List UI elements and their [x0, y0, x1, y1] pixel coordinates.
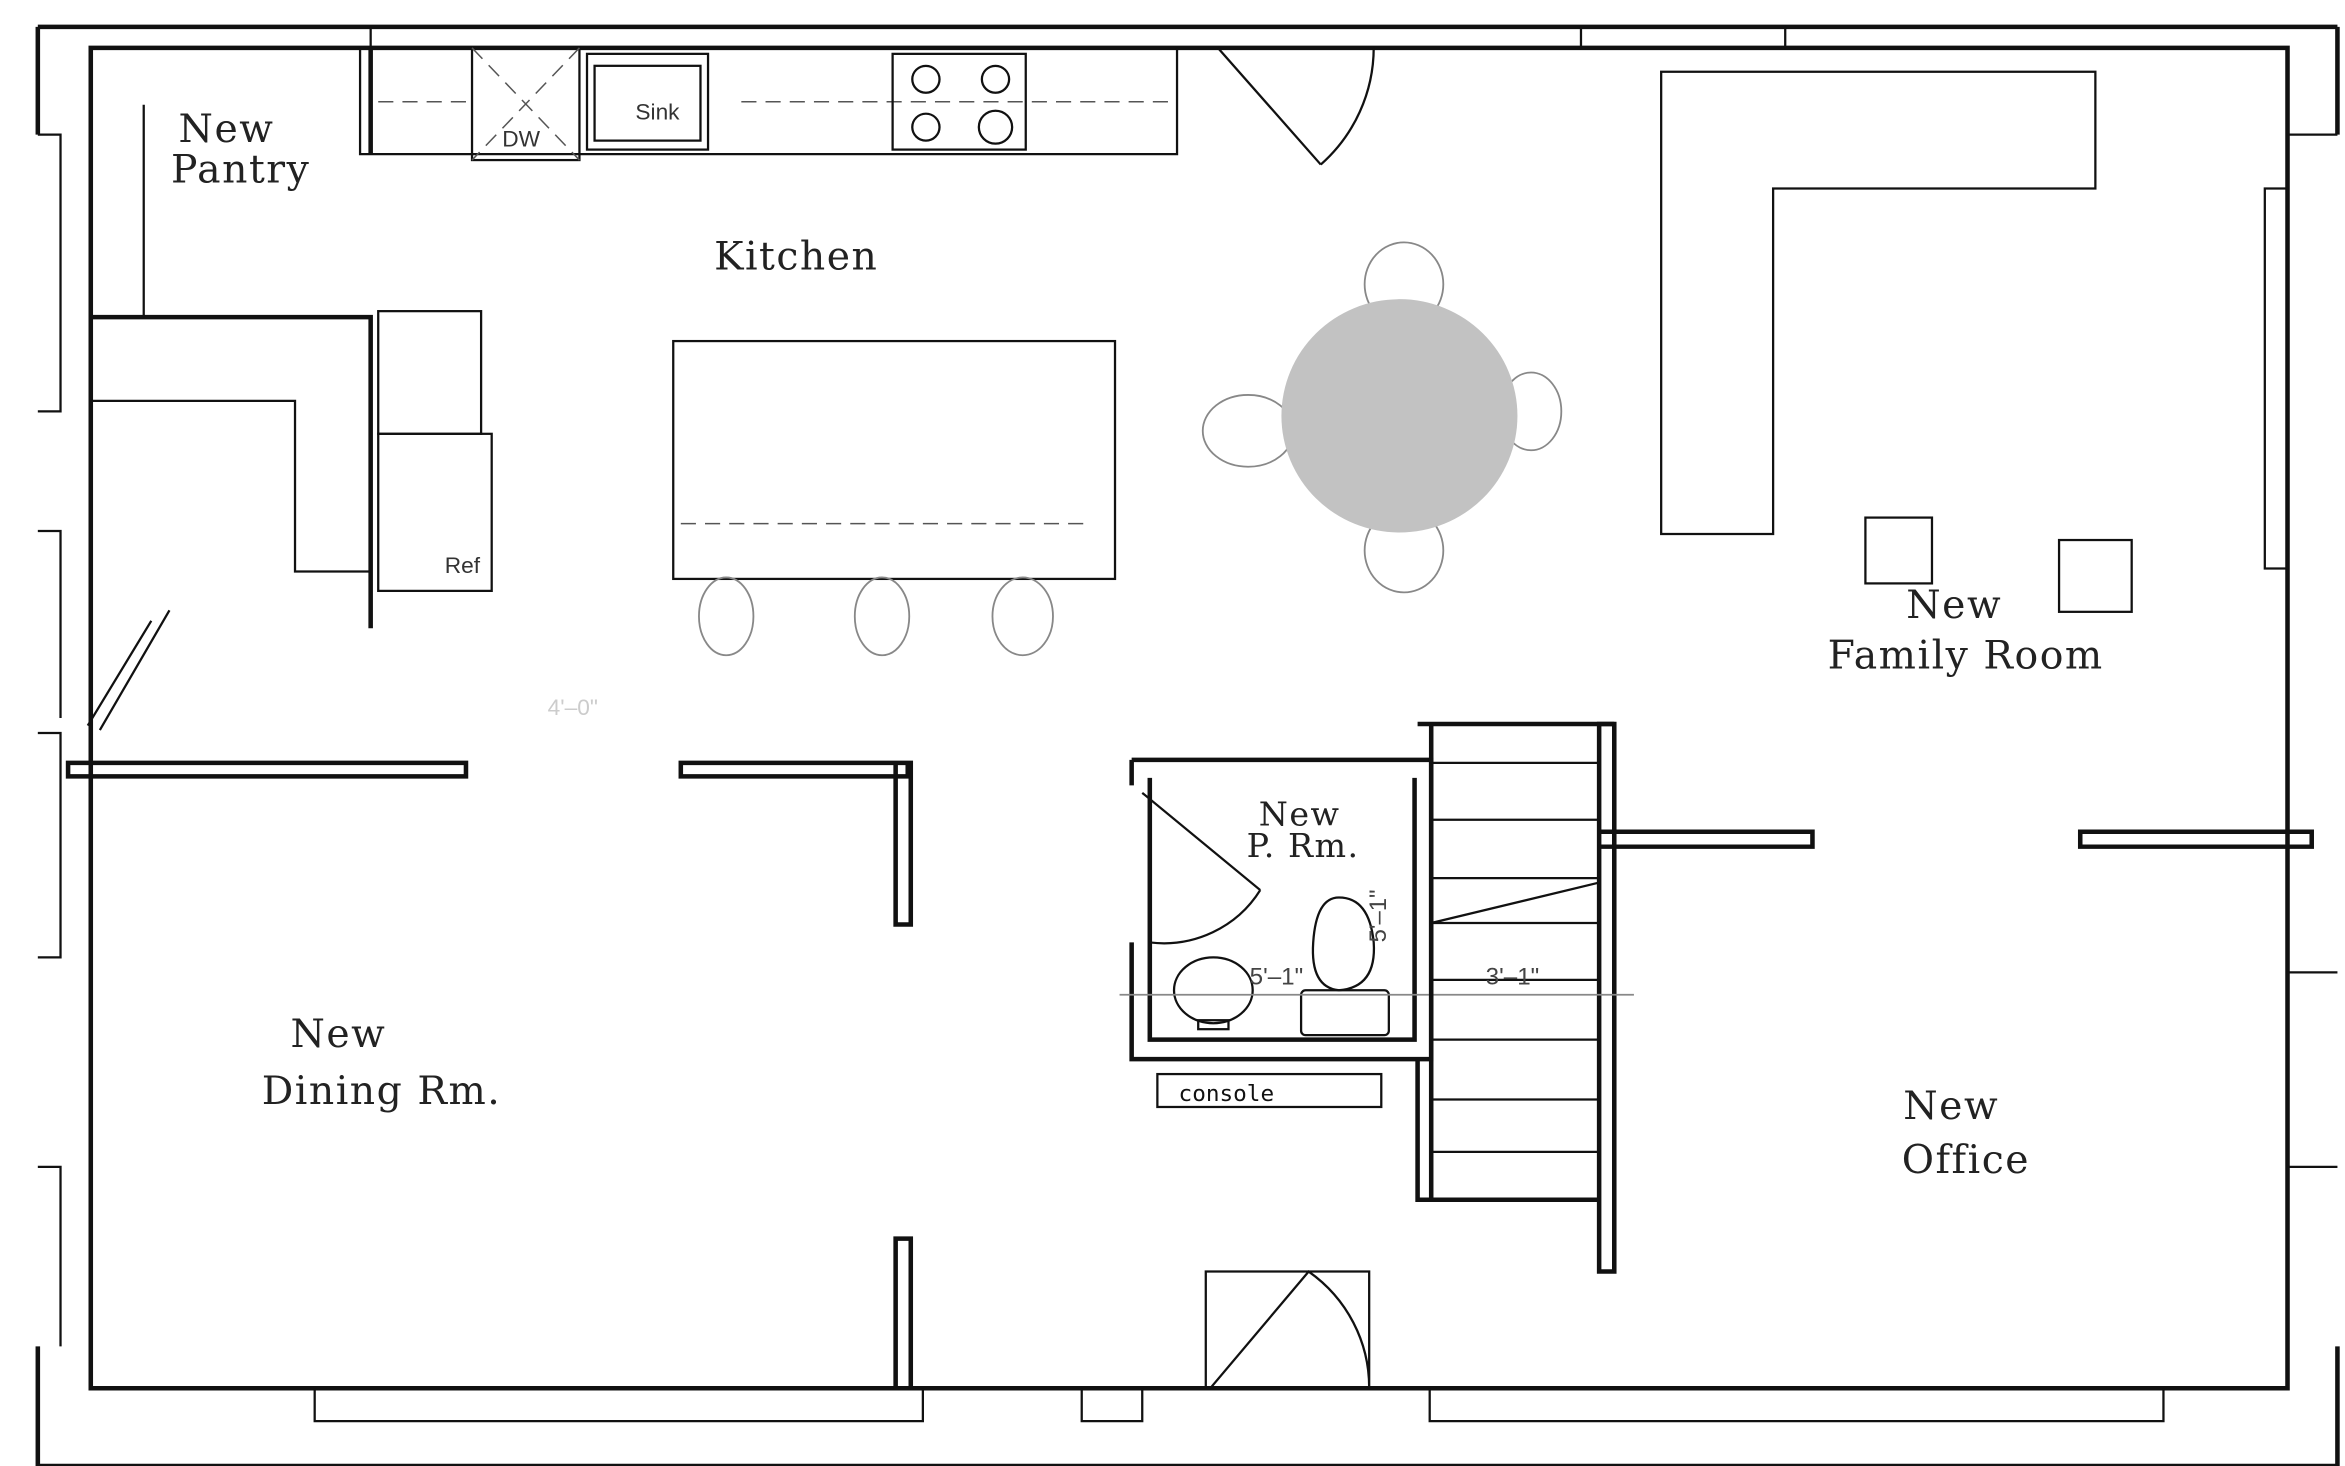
console-table	[1156, 1072, 1383, 1109]
sink-label: Sink	[635, 100, 680, 125]
dining-room-label-line2: Dining Rm.	[262, 1069, 502, 1114]
staircase: 3'–1"	[1415, 721, 1615, 1202]
proom-width-dimension: 5'–1"	[1250, 963, 1304, 990]
pantry-walls: Ref	[90, 47, 493, 629]
powder-room-label-line2: P. Rm.	[1247, 826, 1360, 865]
kitchen-label: Kitchen	[714, 234, 878, 279]
family-room-label-line1: New	[1906, 583, 2002, 628]
interior-walls	[65, 609, 2314, 1391]
family-room-sectional	[1660, 70, 2097, 536]
dining-table	[1201, 241, 1563, 594]
dishwasher	[470, 46, 581, 162]
kitchen-counters: DW Sink	[358, 46, 1179, 162]
fridge-label: Ref	[445, 553, 481, 578]
chair-square	[1864, 516, 1934, 585]
exterior-walls	[35, 24, 2340, 1466]
proom-depth-dimension: 5'–1"	[1365, 889, 1392, 942]
refrigerator	[377, 432, 493, 593]
chair-square	[2057, 538, 2133, 613]
pantry-label-line2: Pantry	[171, 148, 310, 193]
range	[891, 52, 1027, 151]
kitchen-island	[672, 339, 1117, 657]
pantry-label-line1: New	[179, 107, 275, 152]
entry-door-bottom[interactable]	[1204, 1270, 1371, 1389]
office-label-line2: Office	[1902, 1138, 2030, 1183]
entry-door-top[interactable]	[1217, 47, 1375, 166]
console-label: console	[1179, 1081, 1275, 1107]
family-room-label-line2: Family Room	[1828, 634, 2104, 679]
sink-basin	[1172, 956, 1254, 1025]
dishwasher-label: DW	[502, 127, 540, 152]
sink	[585, 52, 710, 151]
office-label-line1: New	[1903, 1084, 1999, 1129]
powder-room-label-line1: New	[1259, 795, 1341, 834]
powder-room: 5'–1" 5'–1"	[1119, 757, 1634, 1062]
dining-room-label-line1: New	[290, 1012, 386, 1057]
stair-width-dimension: 3'–1"	[1486, 963, 1540, 990]
opening-dimension: 4'–0"	[548, 695, 598, 720]
cabinet	[377, 310, 483, 435]
